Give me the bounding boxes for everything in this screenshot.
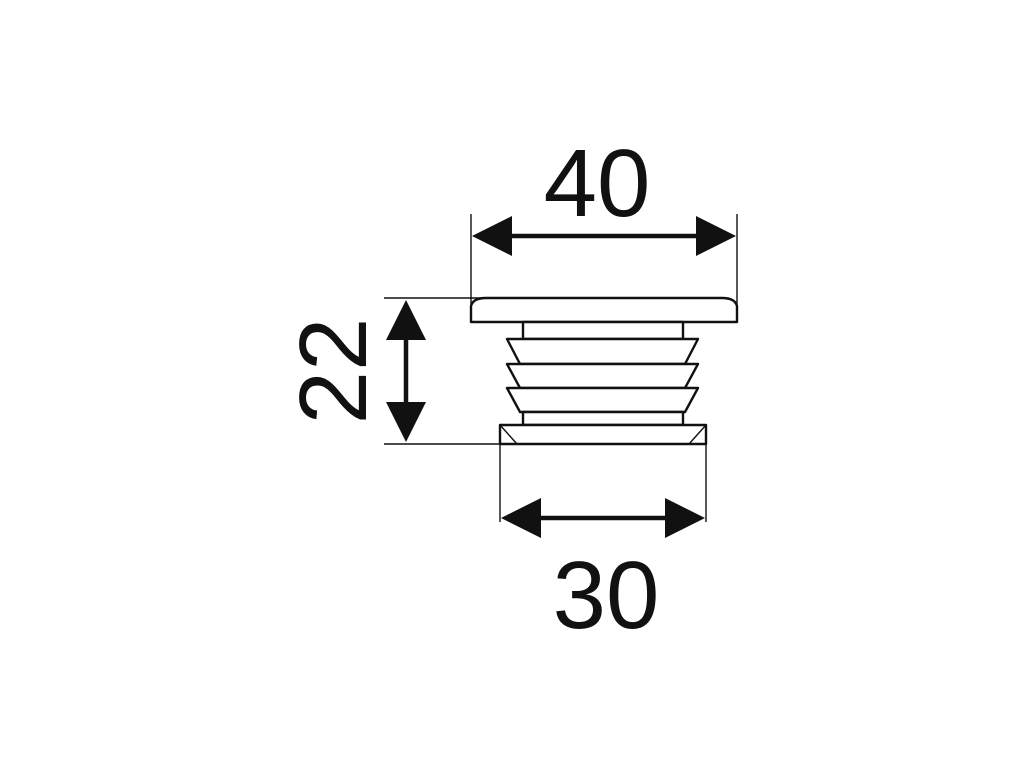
rib-2	[505, 362, 700, 390]
arrowhead-left-bottom	[501, 498, 541, 538]
base-flange-chamfer-right	[688, 424, 707, 445]
top-width-label: 40	[544, 130, 651, 237]
arrowhead-left-top	[472, 216, 512, 256]
top-cap	[469, 296, 739, 324]
bottom-width-label: 30	[553, 542, 660, 649]
part-outline	[469, 296, 739, 446]
arrowhead-right-top	[696, 216, 736, 256]
base-flange	[498, 423, 708, 446]
lower-neck	[521, 410, 685, 427]
rib-1	[505, 337, 700, 366]
arrowhead-bottom-height	[386, 402, 426, 442]
base-flange-chamfer-left	[499, 424, 518, 445]
arrowhead-top-height	[386, 300, 426, 340]
height-dimension: 22	[280, 297, 500, 445]
neck	[521, 320, 685, 341]
rib-3	[505, 386, 700, 414]
top-width-dimension: 40	[470, 130, 738, 306]
height-label: 22	[280, 318, 387, 425]
arrowhead-right-bottom	[665, 498, 705, 538]
bottom-width-dimension: 30	[499, 444, 707, 649]
